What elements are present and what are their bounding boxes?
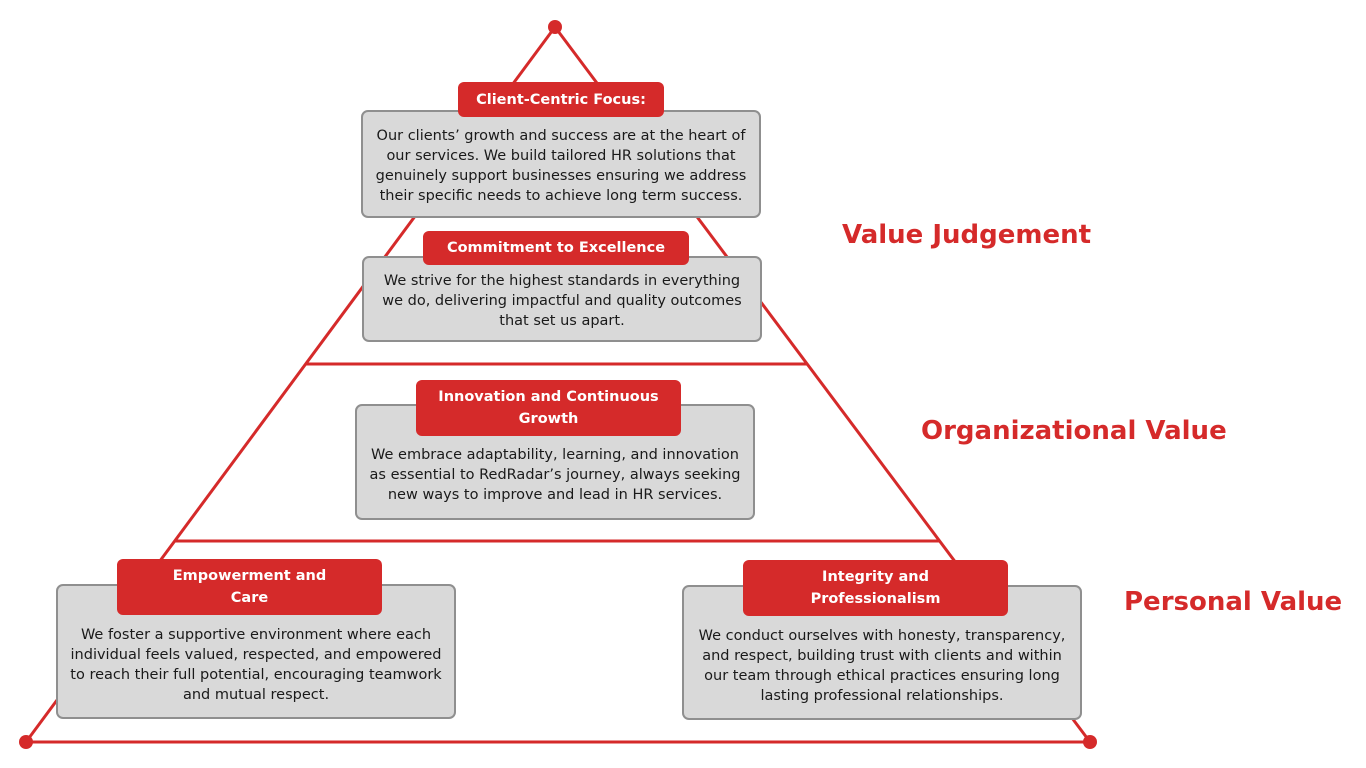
level-label-value-judgement: Value Judgement: [842, 220, 1092, 250]
value-title-empowerment: Empowerment and Care: [117, 559, 382, 615]
value-title-line-2: Professionalism: [810, 591, 941, 607]
value-description: We foster a supportive environment where…: [70, 626, 442, 703]
level-label-organizational-value: Organizational Value: [921, 416, 1227, 446]
value-description: We strive for the highest standards in e…: [382, 273, 742, 329]
value-card-excellence: We strive for the highest standards in e…: [362, 256, 762, 342]
base-left-dot: [19, 735, 33, 749]
value-title-integrity: Integrity and Professionalism: [743, 560, 1008, 616]
value-description: We embrace adaptability, learning, and i…: [369, 447, 741, 503]
base-right-dot: [1083, 735, 1097, 749]
value-title-text: Commitment to Excellence: [446, 240, 666, 256]
value-description: Our clients’ growth and success are at t…: [375, 128, 747, 204]
value-title-line-1: Empowerment and: [172, 568, 327, 584]
value-title-excellence: Commitment to Excellence: [423, 231, 689, 265]
value-title-line-1: Integrity and: [822, 569, 929, 585]
value-title-line-2: Care: [230, 590, 269, 606]
value-title-text: Innovation and Continuous Growth: [438, 389, 659, 427]
value-title-client-centric: Client-Centric Focus:: [458, 82, 664, 117]
apex-dot: [548, 20, 562, 34]
value-title-text: Client-Centric Focus:: [476, 91, 646, 108]
value-card-client-centric: Our clients’ growth and success are at t…: [361, 110, 761, 218]
value-title-innovation: Innovation and Continuous Growth: [416, 380, 681, 436]
level-label-personal-value: Personal Value: [1124, 587, 1343, 617]
value-description: We conduct ourselves with honesty, trans…: [698, 627, 1066, 704]
